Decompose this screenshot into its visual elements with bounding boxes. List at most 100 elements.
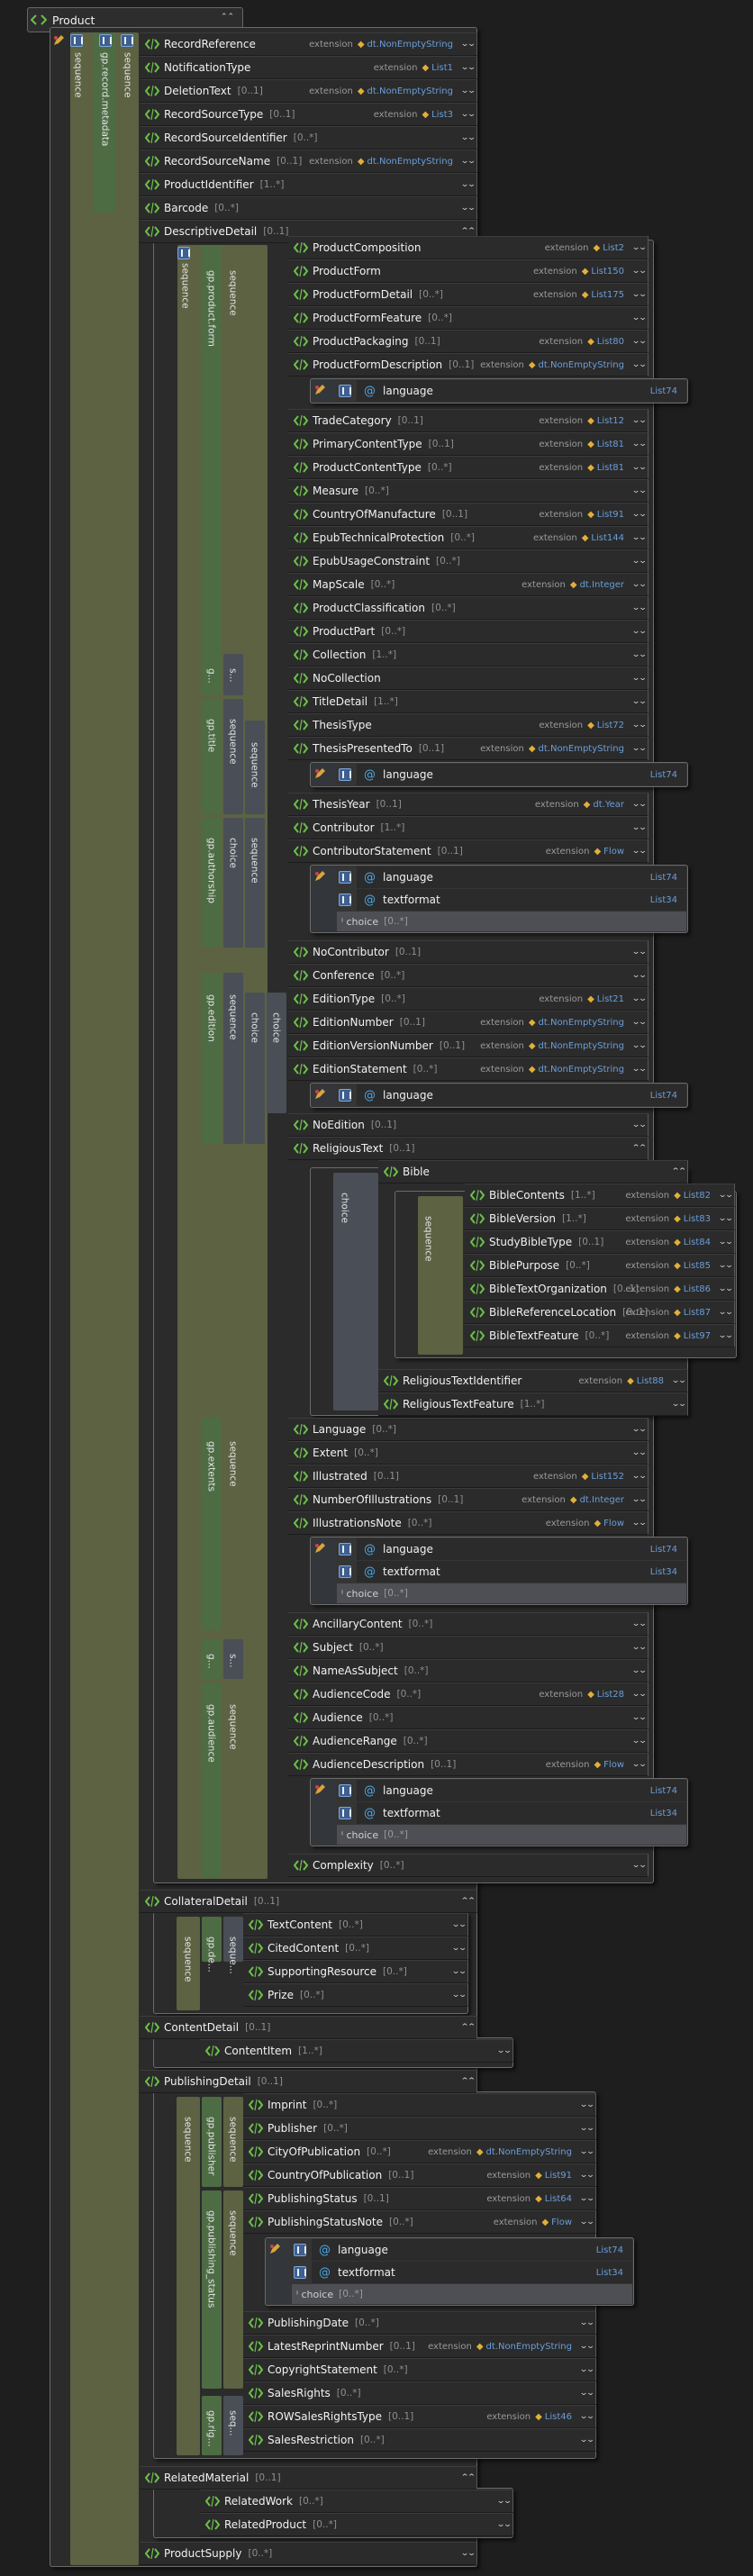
expand-chevron-icon[interactable]: ⌄⌄ — [631, 485, 648, 495]
expand-chevron-icon[interactable]: ⌄⌄ — [631, 439, 648, 449]
collapse-chevron-icon[interactable]: ⌃⌃ — [670, 1166, 687, 1176]
element-row-productformdetail[interactable]: ProductFormDetail[0..*]extension◆List175… — [288, 283, 649, 306]
expand-chevron-icon[interactable]: ⌄⌄ — [631, 266, 648, 276]
element-row-nocontributor[interactable]: NoContributor[0..1]⌄⌄ — [288, 940, 649, 964]
expand-chevron-icon[interactable]: ⌄⌄ — [631, 579, 648, 589]
element-row-productformdescription[interactable]: ProductFormDescription[0..1]extension◆dt… — [288, 353, 649, 376]
element-row-productidentifier[interactable]: ProductIdentifier[1..*]⌄⌄ — [140, 173, 477, 196]
expand-chevron-icon[interactable]: ⌄⌄ — [578, 2193, 595, 2203]
expand-chevron-icon[interactable]: ⌄⌄ — [631, 532, 648, 542]
element-row-illustrationsnote[interactable]: IllustrationsNote[0..*]extension◆Flow⌄⌄ — [288, 1511, 649, 1535]
element-row-biblecontents[interactable]: BibleContents[1..*]extension◆List82⌄⌄ — [465, 1184, 735, 1207]
element-row-publishingdate[interactable]: PublishingDate[0..*]⌄⌄ — [243, 2311, 596, 2335]
element-row-editionstatement[interactable]: EditionStatement[0..*]extension◆dt.NonEm… — [288, 1057, 649, 1081]
attribute-type-link[interactable]: List74 — [649, 1785, 677, 1796]
expand-chevron-icon[interactable]: ⌄⌄ — [631, 846, 648, 856]
expand-chevron-icon[interactable]: ⌄⌄ — [450, 1966, 467, 1976]
collapse-chevron-icon[interactable]: ⌃⌃ — [459, 1896, 476, 1906]
expand-chevron-icon[interactable]: ⌄⌄ — [717, 1237, 734, 1247]
expand-chevron-icon[interactable]: ⌄⌄ — [631, 1860, 648, 1870]
expand-chevron-icon[interactable]: ⌄⌄ — [631, 1712, 648, 1722]
element-row-collateraldetail[interactable]: CollateralDetail[0..1]⌃⌃ — [140, 1890, 477, 1913]
expand-chevron-icon[interactable]: ⌄⌄ — [459, 203, 476, 213]
expand-chevron-icon[interactable]: ⌄⌄ — [717, 1213, 734, 1223]
element-row-bibletextorganization[interactable]: BibleTextOrganization[0..1]extension◆Lis… — [465, 1277, 735, 1301]
element-row-ancillarycontent[interactable]: AncillaryContent[0..*]⌄⌄ — [288, 1612, 649, 1636]
element-row-countryofpublication[interactable]: CountryOfPublication[0..1]extension◆List… — [243, 2163, 596, 2187]
element-row-bible[interactable]: Bible⌃⌃ — [378, 1160, 688, 1184]
type-link[interactable]: List82 — [683, 1190, 711, 1201]
element-row-rowsalesrightstype[interactable]: ROWSalesRightsType[0..1]extension◆List46… — [243, 2405, 596, 2428]
element-row-epubusageconstraint[interactable]: EpubUsageConstraint[0..*]⌄⌄ — [288, 549, 649, 573]
expand-chevron-icon[interactable]: ⌄⌄ — [670, 1375, 687, 1385]
sequence-icon[interactable] — [70, 34, 83, 47]
element-row-productclassification[interactable]: ProductClassification[0..*]⌄⌄ — [288, 596, 649, 620]
root-header[interactable]: Product — [31, 11, 95, 29]
group-icon[interactable] — [99, 34, 112, 47]
expand-chevron-icon[interactable]: ⌄⌄ — [631, 1736, 648, 1746]
type-link[interactable]: List21 — [596, 993, 624, 1004]
expand-chevron-icon[interactable]: ⌄⌄ — [631, 673, 648, 683]
type-link[interactable]: List28 — [596, 1689, 624, 1700]
type-link[interactable]: List2 — [603, 242, 624, 253]
type-link[interactable]: List81 — [596, 462, 624, 473]
choice-row[interactable]: ⁱ choice[0..*] — [292, 2284, 632, 2304]
expand-chevron-icon[interactable]: ⌄⌄ — [631, 993, 648, 1003]
expand-chevron-icon[interactable]: ⌄⌄ — [717, 1307, 734, 1317]
element-row-productpart[interactable]: ProductPart[0..*]⌄⌄ — [288, 620, 649, 643]
type-link[interactable]: List46 — [544, 2411, 572, 2422]
expand-chevron-icon[interactable]: ⌄⌄ — [450, 1919, 467, 1929]
element-row-salesrestriction[interactable]: SalesRestriction[0..*]⌄⌄ — [243, 2428, 596, 2452]
expand-chevron-icon[interactable]: ⌄⌄ — [631, 415, 648, 425]
expand-chevron-icon[interactable]: ⌄⌄ — [459, 2548, 476, 2558]
collapse-chevron-icon[interactable]: ⌃⌃ — [459, 226, 476, 236]
type-link[interactable]: dt.NonEmptyString — [538, 1064, 624, 1075]
expand-chevron-icon[interactable]: ⌄⌄ — [578, 2170, 595, 2180]
expand-chevron-icon[interactable]: ⌄⌄ — [717, 1260, 734, 1270]
expand-chevron-icon[interactable]: ⌄⌄ — [578, 2411, 595, 2421]
expand-chevron-icon[interactable]: ⌄⌄ — [578, 2146, 595, 2156]
expand-chevron-icon[interactable]: ⌄⌄ — [631, 1120, 648, 1129]
expand-chevron-icon[interactable]: ⌄⌄ — [459, 86, 476, 95]
element-row-thesisyear[interactable]: ThesisYear[0..1]extension◆dt.Year⌄⌄ — [288, 793, 649, 816]
expand-chevron-icon[interactable]: ⌄⌄ — [631, 1471, 648, 1481]
type-link[interactable]: List97 — [683, 1330, 711, 1341]
element-row-noedition[interactable]: NoEdition[0..1]⌄⌄ — [288, 1113, 649, 1137]
type-link[interactable]: Flow — [603, 1759, 624, 1770]
type-link[interactable]: Flow — [551, 2217, 572, 2227]
expand-chevron-icon[interactable]: ⌄⌄ — [495, 2045, 513, 2055]
expand-chevron-icon[interactable]: ⌄⌄ — [631, 1017, 648, 1027]
edit-icon[interactable] — [313, 870, 326, 883]
edit-icon[interactable] — [313, 384, 326, 396]
element-row-illustrated[interactable]: Illustrated[0..1]extension◆List152⌄⌄ — [288, 1465, 649, 1488]
collapse-chevron-icon[interactable]: ⌃⌃ — [631, 1143, 648, 1153]
expand-chevron-icon[interactable]: ⌄⌄ — [459, 62, 476, 72]
type-link[interactable]: List152 — [591, 1471, 624, 1482]
expand-chevron-icon[interactable]: ⌄⌄ — [631, 242, 648, 252]
expand-chevron-icon[interactable]: ⌄⌄ — [459, 156, 476, 166]
sequence-icon[interactable] — [121, 34, 133, 47]
element-row-editionnumber[interactable]: EditionNumber[0..1]extension◆dt.NonEmpty… — [288, 1011, 649, 1034]
element-row-audiencecode[interactable]: AudienceCode[0..*]extension◆List28⌄⌄ — [288, 1683, 649, 1706]
type-link[interactable]: List175 — [591, 289, 624, 300]
type-link[interactable]: dt.NonEmptyString — [367, 156, 453, 167]
expand-chevron-icon[interactable]: ⌄⌄ — [578, 2317, 595, 2327]
attribute-type-link[interactable]: List74 — [649, 385, 677, 396]
type-link[interactable]: dt.NonEmptyString — [367, 86, 453, 96]
element-row-religioustext[interactable]: ReligiousText[0..1]⌃⌃ — [288, 1137, 649, 1160]
element-row-recordsourcename[interactable]: RecordSourceName[0..1]extension◆dt.NonEm… — [140, 150, 477, 173]
element-row-nameassubject[interactable]: NameAsSubject[0..*]⌄⌄ — [288, 1659, 649, 1683]
type-link[interactable]: List83 — [683, 1213, 711, 1224]
expand-chevron-icon[interactable]: ⌄⌄ — [631, 1759, 648, 1769]
attribute-type-link[interactable]: List34 — [649, 1566, 677, 1577]
element-row-publishingstatus[interactable]: PublishingStatus[0..1]extension◆List64⌄⌄ — [243, 2187, 596, 2210]
expand-chevron-icon[interactable]: ⌄⌄ — [631, 336, 648, 346]
element-row-latestreprintnumber[interactable]: LatestReprintNumber[0..1]extension◆dt.No… — [243, 2335, 596, 2358]
type-link[interactable]: List72 — [596, 720, 624, 730]
